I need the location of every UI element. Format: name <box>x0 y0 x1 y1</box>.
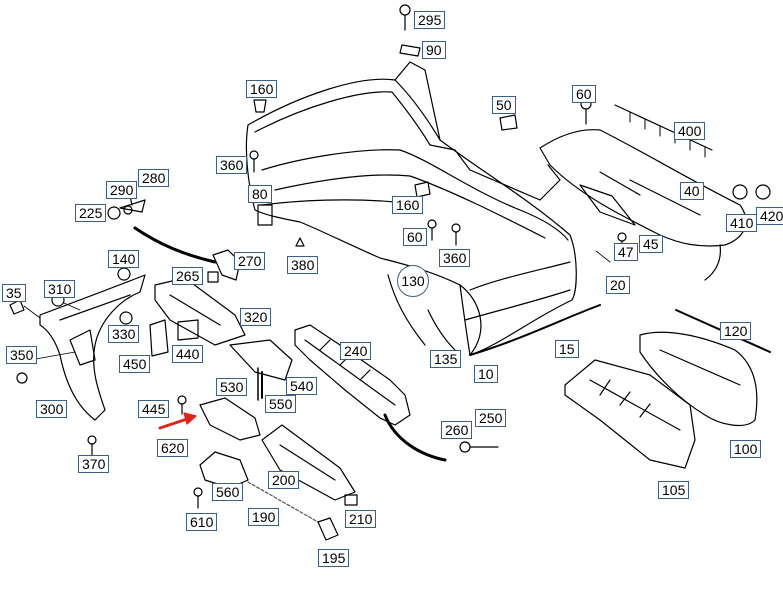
callout-620[interactable]: 620 <box>157 439 189 457</box>
callout-225[interactable]: 225 <box>75 204 107 222</box>
callout-160-top[interactable]: 160 <box>246 80 278 98</box>
diffuser-panel <box>539 129 747 281</box>
callout-290[interactable]: 290 <box>106 181 138 199</box>
callout-90[interactable]: 90 <box>422 41 446 59</box>
callout-105[interactable]: 105 <box>658 481 690 499</box>
callout-250[interactable]: 250 <box>475 409 507 427</box>
callout-15[interactable]: 15 <box>555 340 579 358</box>
callout-265[interactable]: 265 <box>172 267 204 285</box>
lower-carrier-105 <box>564 359 696 469</box>
callout-420[interactable]: 420 <box>756 207 783 225</box>
callout-20[interactable]: 20 <box>606 276 630 294</box>
callout-610[interactable]: 610 <box>186 513 218 531</box>
callout-310[interactable]: 310 <box>44 280 76 298</box>
callout-195[interactable]: 195 <box>318 549 350 567</box>
callout-320[interactable]: 320 <box>240 308 272 326</box>
callout-40[interactable]: 40 <box>680 182 704 200</box>
callout-130[interactable]: 130 <box>397 265 429 297</box>
callout-360-mid[interactable]: 360 <box>439 249 471 267</box>
callout-295[interactable]: 295 <box>414 11 446 29</box>
fasteners <box>9 4 771 509</box>
callout-210[interactable]: 210 <box>345 510 377 528</box>
callout-450[interactable]: 450 <box>119 355 151 373</box>
callout-410[interactable]: 410 <box>726 214 758 232</box>
strip-15 <box>469 304 601 356</box>
part-270 <box>212 249 241 281</box>
callout-560[interactable]: 560 <box>212 483 244 501</box>
bracket-530 <box>199 339 293 441</box>
callout-50[interactable]: 50 <box>492 96 516 114</box>
callout-380[interactable]: 380 <box>287 256 319 274</box>
callout-80[interactable]: 80 <box>248 185 272 203</box>
callout-47[interactable]: 47 <box>614 243 638 261</box>
trim-200 <box>261 424 356 501</box>
callout-200[interactable]: 200 <box>268 471 300 489</box>
callout-60-mid[interactable]: 60 <box>403 228 427 246</box>
callout-45[interactable]: 45 <box>639 235 663 253</box>
part-560 <box>199 451 249 489</box>
callout-135[interactable]: 135 <box>430 350 462 368</box>
cable-230 <box>133 226 217 264</box>
callout-10[interactable]: 10 <box>474 365 498 383</box>
bumper-cover-outline <box>245 61 577 356</box>
panel-130 <box>387 274 456 351</box>
callout-400[interactable]: 400 <box>674 122 706 140</box>
callout-140[interactable]: 140 <box>108 250 140 268</box>
callout-260[interactable]: 260 <box>441 421 473 439</box>
callout-440[interactable]: 440 <box>172 345 204 363</box>
callout-270[interactable]: 270 <box>234 252 266 270</box>
callout-60-top[interactable]: 60 <box>572 85 596 103</box>
callout-100[interactable]: 100 <box>730 440 762 458</box>
rod-195 <box>247 481 339 541</box>
callout-35[interactable]: 35 <box>2 284 26 302</box>
impact-carrier-240 <box>294 324 411 426</box>
callout-240[interactable]: 240 <box>340 342 372 360</box>
callout-370[interactable]: 370 <box>78 455 110 473</box>
lower-bumper-100 <box>639 331 758 427</box>
highlight-arrow <box>158 412 197 430</box>
callout-330[interactable]: 330 <box>108 325 140 343</box>
cable-600 <box>383 413 447 462</box>
callout-280[interactable]: 280 <box>138 169 170 187</box>
callout-190[interactable]: 190 <box>248 508 280 526</box>
callout-120[interactable]: 120 <box>720 322 752 340</box>
callout-530[interactable]: 530 <box>216 378 248 396</box>
callout-350[interactable]: 350 <box>6 346 38 364</box>
callout-540[interactable]: 540 <box>286 377 318 395</box>
callout-550[interactable]: 550 <box>265 395 297 413</box>
callout-360-left[interactable]: 360 <box>216 156 248 174</box>
callout-160-mid[interactable]: 160 <box>392 196 424 214</box>
bracket-320 <box>154 277 246 346</box>
side-bracket-300 <box>39 274 146 421</box>
callout-445[interactable]: 445 <box>138 400 170 418</box>
callout-300[interactable]: 300 <box>36 400 68 418</box>
